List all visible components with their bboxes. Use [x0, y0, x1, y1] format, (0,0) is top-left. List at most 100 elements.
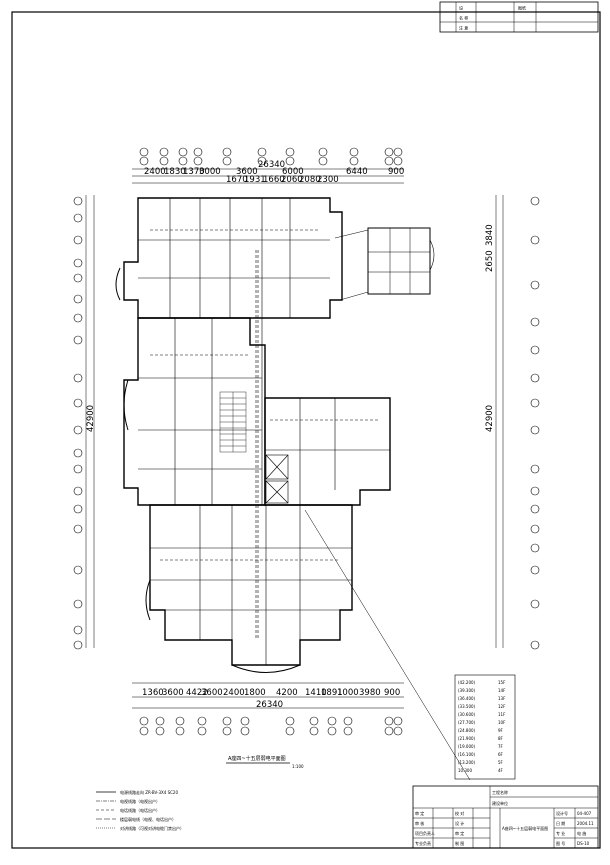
tb-r3c2: 审 定 — [455, 830, 464, 836]
elev-level-5: (30.600) — [458, 712, 476, 717]
top-dim-8: 900 — [388, 167, 404, 177]
tb-r1c1: 审 定 — [415, 810, 424, 816]
bottom-axis-bubbles — [139, 716, 403, 736]
legend-item-5: 对讲线路（可视对讲电缆门禁出户） — [120, 825, 184, 831]
legend-item-3: 电话线路（电话出户） — [120, 807, 160, 813]
top-dim-r2-4: 2060 — [281, 175, 303, 185]
bottom-overall-dim: 26340 — [256, 700, 283, 710]
top-dimensions: 26340 2400 1830 1370 3000 3600 6000 6440… — [132, 160, 404, 185]
elev-floor-8: 8F — [498, 736, 504, 741]
right-dim-1: 2650 — [485, 250, 495, 272]
top-dim-r2-1: 1670 — [226, 175, 248, 185]
tb-r4c1: 专业负责 — [415, 840, 431, 846]
elev-level-8: (21.900) — [458, 736, 476, 741]
title-top-r3c1: 注 意 — [459, 25, 468, 31]
title-top-r1c2: 图纸 — [518, 5, 526, 11]
top-dim-r2-6: 2300 — [317, 175, 339, 185]
bottom-dim-11: 3980 — [359, 688, 381, 698]
top-overall-dim: 26340 — [258, 160, 285, 170]
legend-item-2: 电视线路（电视出户） — [120, 798, 160, 804]
tb-r1c2: 校 对 — [455, 810, 464, 816]
bottom-dim-12: 900 — [384, 688, 400, 698]
tb-r2c4: 2004.11 — [577, 821, 594, 826]
bottom-dim-10: 1000 — [337, 688, 359, 698]
elev-level-7: (24.800) — [458, 728, 476, 733]
plan-title-text: A座四~十五层弱电平面图 — [228, 755, 286, 762]
elev-level-10: (16.100) — [458, 752, 476, 757]
elev-level-6: (27.700) — [458, 720, 476, 725]
title-top-r2c1: 名 称 — [459, 15, 468, 21]
tb-r3c3: 专 业 — [556, 830, 565, 836]
top-dim-4: 3000 — [199, 167, 221, 177]
left-overall-dim: 42900 — [86, 405, 96, 432]
tb-r1c4: 04-407 — [577, 811, 592, 816]
top-dim-r2-5: 2080 — [299, 175, 321, 185]
top-dim-r2-3: 1660 — [263, 175, 285, 185]
plan-title: A座四~十五层弱电平面图 1:100 — [226, 755, 304, 769]
tb-r4c3: 图 号 — [556, 840, 565, 846]
bottom-dim-8: 1410 — [305, 688, 327, 698]
bottom-dim-6: 1800 — [244, 688, 266, 698]
tb-r2c2: 设 计 — [455, 820, 464, 826]
bottom-dim-1: 1360 — [142, 688, 164, 698]
tb-r2c3: 日 期 — [556, 820, 565, 826]
elev-floor-3: 13F — [498, 696, 506, 701]
top-dim-r2-2: 1931 — [244, 175, 266, 185]
elev-floor-4: 12F — [498, 704, 506, 709]
right-dim-2: 3840 — [485, 224, 495, 246]
elev-floor-11: 5F — [498, 760, 504, 765]
elev-floor-2: 14F — [498, 688, 506, 693]
right-overall-dim: 42900 — [485, 405, 495, 432]
elev-floor-6: 10F — [498, 720, 506, 725]
bottom-dim-7: 4200 — [276, 688, 298, 698]
building-plan — [115, 197, 391, 673]
elev-floor-12: 4F — [498, 768, 504, 773]
elev-floor-5: 11F — [498, 712, 506, 717]
left-axis: 42900 — [73, 195, 96, 650]
tb-r2c1: 审 核 — [415, 820, 424, 826]
drawing-name: A座四~十五层弱电平面图 — [502, 825, 548, 831]
bottom-dim-5: 2400 — [223, 688, 245, 698]
top-axis-bubbles — [139, 147, 403, 166]
elevation-table: (42.200) 15F (39.300) 14F (36.400) 13F (… — [454, 674, 516, 780]
tb-r1c3: 设计号 — [556, 810, 568, 816]
legend: 电源线路走向 ZR-BV-3X4 SC20 电视线路（电视出户） 电话线路（电话… — [96, 789, 184, 831]
elev-level-12: 10.300 — [458, 768, 472, 773]
plan-scale: 1:100 — [292, 764, 304, 769]
bottom-dimensions: 1360 3600 4422 3600 2400 1800 4200 1410 … — [132, 682, 404, 710]
top-dim-5: 3600 — [236, 167, 258, 177]
tb-r3c4: 电 施 — [577, 830, 586, 836]
bottom-dim-2: 3600 — [162, 688, 184, 698]
client-label: 建设单位 — [492, 800, 508, 806]
legend-item-1: 电源线路走向 ZR-BV-3X4 SC20 — [120, 789, 178, 795]
elev-floor-10: 6F — [498, 752, 504, 757]
tb-r4c4: DS-10 — [577, 841, 590, 846]
title-block-bottom: 工程名称 建设单位 A座四~十五层弱电平面图 审 定 校 对 设计号 04-40… — [412, 785, 599, 849]
elev-level-2: (39.300) — [458, 688, 476, 693]
top-dim-3: 1370 — [183, 167, 205, 177]
elev-floor-9: 7F — [498, 744, 504, 749]
sheet-border — [11, 11, 601, 849]
top-dim-1: 2400 — [144, 167, 166, 177]
elev-floor-1: 15F — [498, 680, 506, 685]
elev-level-3: (36.400) — [458, 696, 476, 701]
top-dim-7: 6440 — [346, 167, 368, 177]
tb-r4c2: 制 图 — [455, 840, 464, 846]
title-block-top: 设 图纸 名 称 注 意 — [439, 1, 599, 33]
bottom-dim-3: 4422 — [186, 688, 208, 698]
title-top-r1c1: 设 — [459, 5, 463, 11]
elev-floor-7: 9F — [498, 728, 504, 733]
elev-level-9: (19.000) — [458, 744, 476, 749]
legend-item-4: 楼层弱电线（电视、电话出户） — [120, 816, 176, 822]
top-dim-6: 6000 — [282, 167, 304, 177]
right-axis: 42900 2650 3840 — [485, 195, 540, 650]
elev-level-11: (13.200) — [458, 760, 476, 765]
elev-level-4: (33.500) — [458, 704, 476, 709]
project-label: 工程名称 — [492, 789, 508, 795]
bottom-dim-4: 3600 — [201, 688, 223, 698]
detail-inset — [304, 227, 471, 781]
elev-level-1: (42.200) — [458, 680, 476, 685]
top-dim-2: 1830 — [164, 167, 186, 177]
